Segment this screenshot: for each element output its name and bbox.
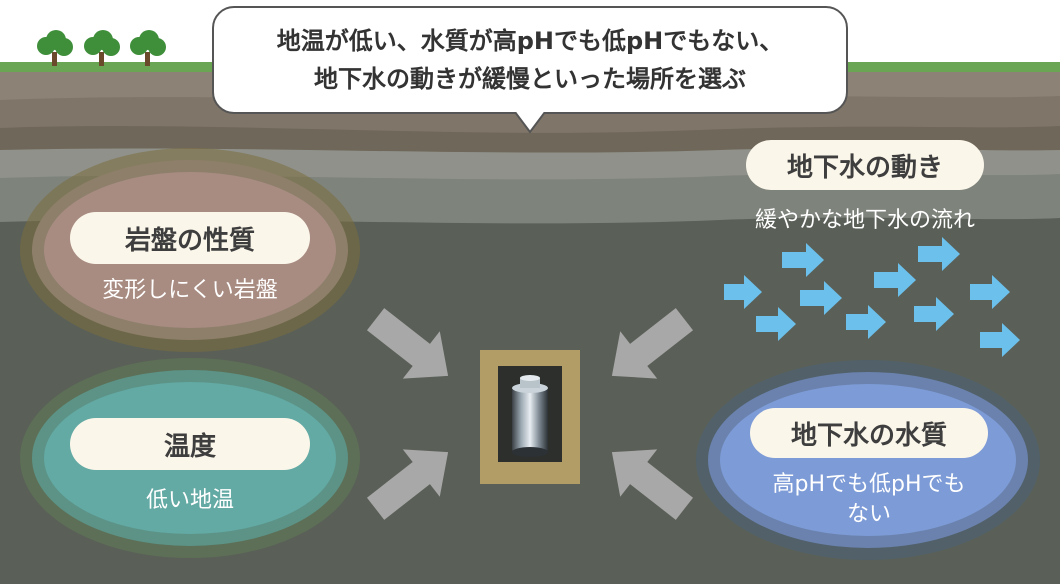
arrow-right-icon xyxy=(874,263,916,297)
flow-description: 緩やかな地下水の流れ xyxy=(754,208,975,233)
tree-icon xyxy=(84,30,120,66)
arrow-right-icon xyxy=(724,275,762,309)
callout-tail xyxy=(515,112,545,134)
flow-arrows xyxy=(724,237,1020,357)
arrow-icon xyxy=(366,449,449,520)
canister-icon xyxy=(512,375,548,457)
rock-description: 変形しにくい岩盤 xyxy=(102,278,278,303)
quality-title: 地下水の水質 xyxy=(750,408,988,458)
quality-description: 高pHでも低pHでも ない xyxy=(724,470,1014,530)
arrow-right-icon xyxy=(914,297,954,331)
tree-icon xyxy=(37,30,73,66)
temperature-title: 温度 xyxy=(70,418,310,470)
arrow-right-icon xyxy=(846,305,886,339)
converging-arrows xyxy=(366,308,694,520)
quality-description-line-2: ない xyxy=(846,502,891,527)
arrow-right-icon xyxy=(800,281,842,315)
arrow-right-icon xyxy=(782,243,824,277)
temperature-description: 低い地温 xyxy=(145,488,234,513)
arrow-right-icon xyxy=(756,307,796,341)
arrow-icon xyxy=(366,308,449,379)
tree-icon xyxy=(130,30,166,66)
quality-oval xyxy=(696,360,1040,560)
rock-title: 岩盤の性質 xyxy=(70,212,310,264)
quality-description-line-1: 高pHでも低pHでも xyxy=(772,472,966,497)
callout-line-1: 地温が低い、水質が高pHでも低pHでもない、 xyxy=(276,27,784,55)
callout-bubble: 地温が低い、水質が高pHでも低pHでもない、 地下水の動きが緩慢といった場所を選… xyxy=(212,6,848,114)
arrow-icon xyxy=(611,449,694,520)
flow-title: 地下水の動き xyxy=(746,140,984,190)
arrow-right-icon xyxy=(970,275,1010,309)
arrow-right-icon xyxy=(918,237,960,271)
callout-line-2: 地下水の動きが緩慢といった場所を選ぶ xyxy=(314,65,746,93)
arrow-icon xyxy=(611,308,694,379)
arrow-right-icon xyxy=(980,323,1020,357)
